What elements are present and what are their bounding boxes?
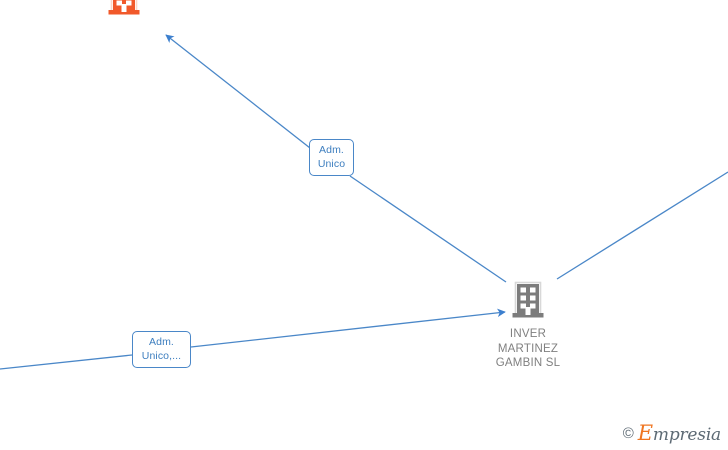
empresia-watermark: © Empresia xyxy=(623,423,721,444)
building-icon xyxy=(107,0,141,21)
brand-name: Empresia xyxy=(638,423,721,444)
node-orange-company[interactable] xyxy=(64,0,184,24)
edge-label-adm-unico-top[interactable]: Adm. Unico xyxy=(309,139,354,176)
edge-adm-unico-left[interactable] xyxy=(0,308,506,370)
node-inver-martinez-gambin-sl[interactable]: INVER MARTINEZ GAMBIN SL xyxy=(468,281,588,371)
edge-adm-unico-top[interactable] xyxy=(165,34,507,283)
edge-label-adm-unico-left[interactable]: Adm. Unico,... xyxy=(132,331,191,368)
building-icon xyxy=(511,281,545,324)
edge-right-offscreen[interactable] xyxy=(556,171,728,280)
brand-rest: mpresia xyxy=(652,425,721,445)
brand-initial: E xyxy=(637,421,653,445)
copyright-icon: © xyxy=(622,425,634,442)
node-label: INVER MARTINEZ GAMBIN SL xyxy=(495,328,561,369)
